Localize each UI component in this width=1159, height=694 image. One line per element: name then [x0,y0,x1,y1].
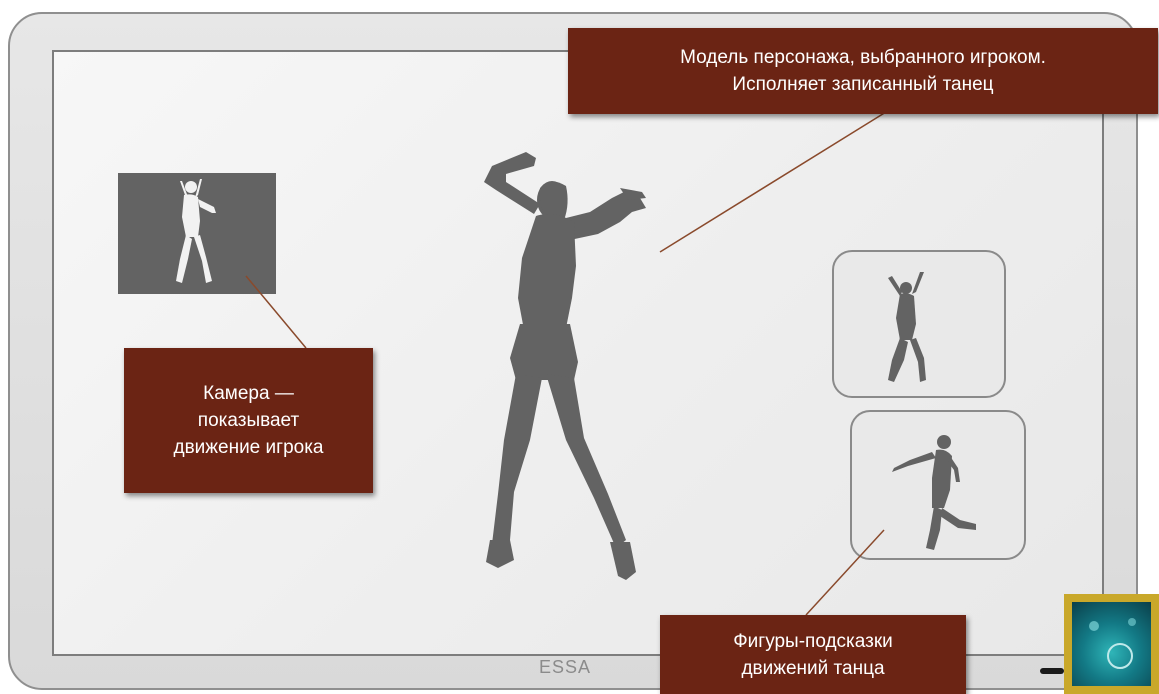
callout-hints-line1: Фигуры-подсказки [733,630,893,652]
callout-hints: Фигуры-подсказки движений танца [660,615,966,694]
dancer-silhouette-icon [484,152,646,580]
callout-model-line1: Модель персонажа, выбранного игроком. [680,47,1046,68]
callout-model-line2: Исполняет записанный танец [732,74,994,95]
leader-hints [805,529,885,616]
corner-dash-marker [1040,668,1064,674]
callout-hints-line2: движений танца [741,657,885,679]
dance-pose-icon [888,272,926,382]
camera-view [118,173,276,294]
ring-icon [1089,618,1136,669]
corner-thumbnail[interactable] [1064,594,1159,694]
brand-label: ESSA [538,657,592,677]
callout-camera: Камера — показывает движение игрока [124,348,373,493]
callout-camera-line2: показывает [197,410,300,431]
callout-camera-line1: Камера — [203,383,294,404]
player-silhouette-icon [176,179,216,283]
leader-camera [245,275,307,349]
callout-model: Модель персонажа, выбранного игроком. Ис… [568,28,1158,114]
leader-model [659,111,887,253]
callout-camera-line3: движение игрока [173,437,324,458]
thumbnail-image [1072,602,1151,686]
hint-card-1 [832,250,1006,398]
dance-pose-icon [892,435,976,550]
